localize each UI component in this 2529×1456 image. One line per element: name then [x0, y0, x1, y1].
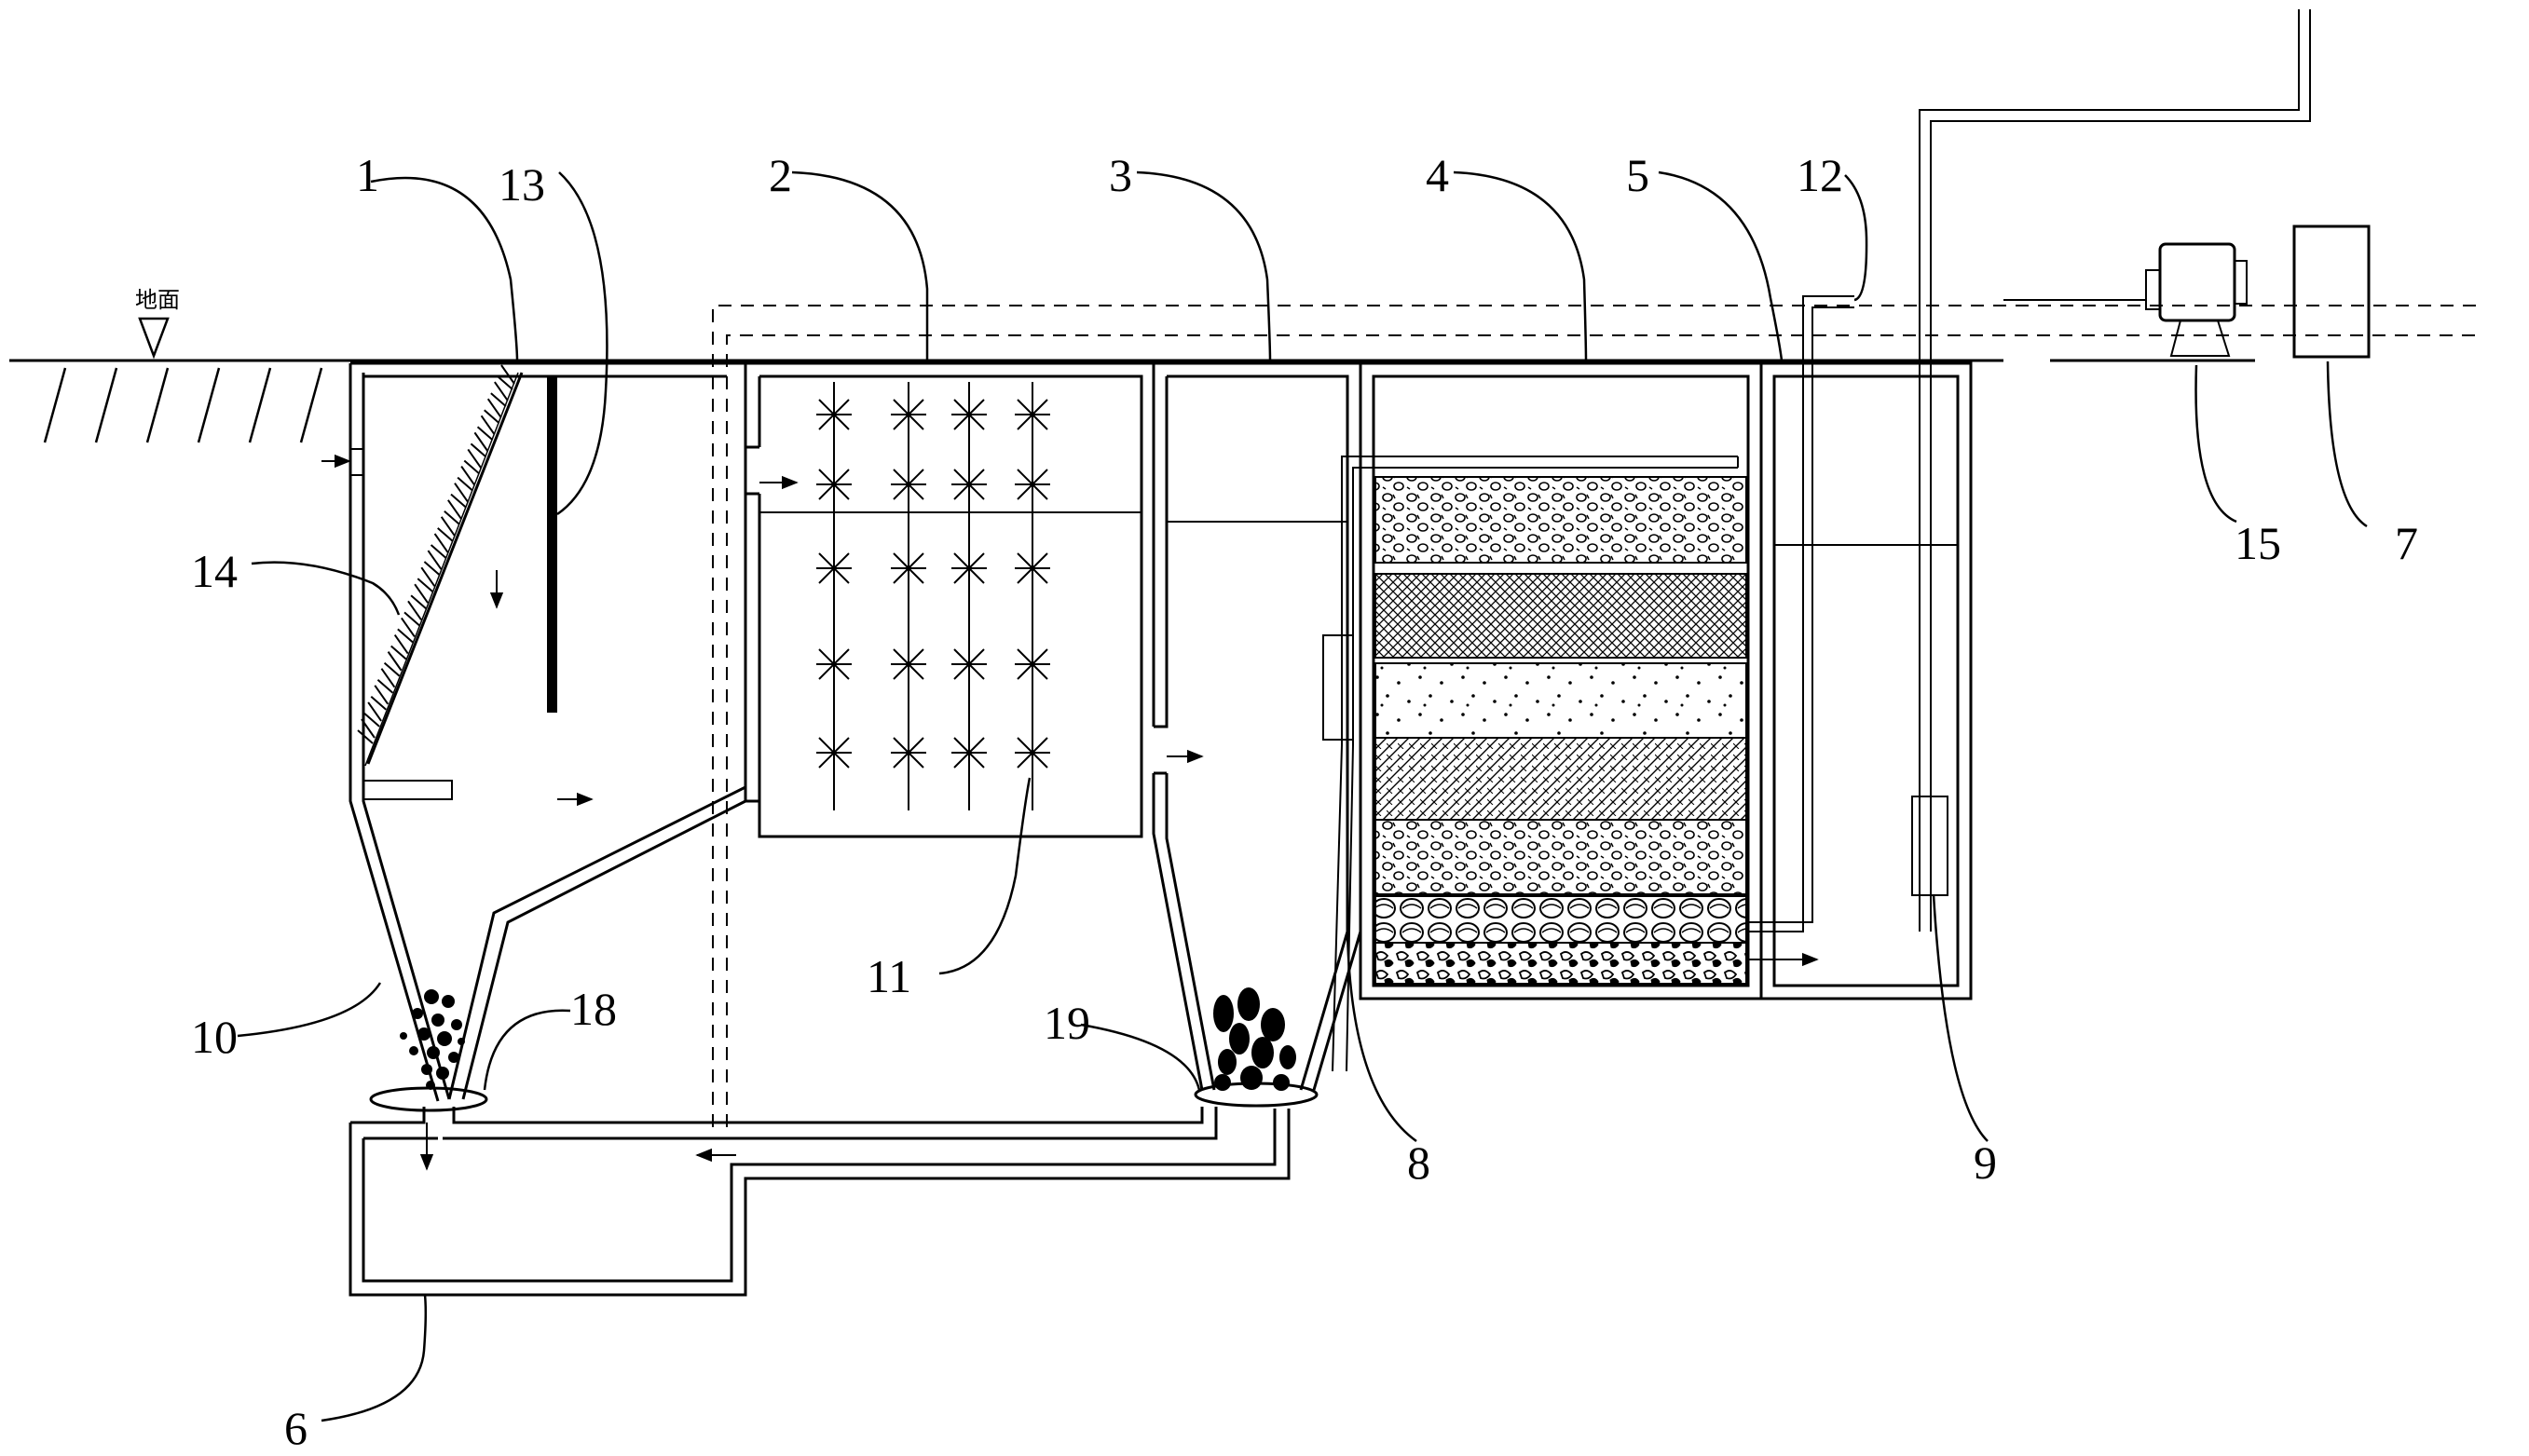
aerator-diffuser-icon: [891, 648, 926, 680]
aerator-diffuser-icon: [816, 469, 852, 500]
aerator-diffuser-icon: [1015, 469, 1050, 500]
screen-tooth: [476, 415, 496, 442]
screen-tooth: [363, 701, 382, 728]
blower-15: [2003, 242, 2248, 357]
aerator-diffuser-icon: [891, 552, 926, 584]
callout-3: 3: [1109, 149, 1132, 201]
pump-8-body: [1322, 634, 1354, 741]
ground-marker: 地面: [135, 287, 180, 360]
control-cabinet-7: [2292, 225, 2371, 359]
screen-tooth: [437, 516, 456, 542]
baffle-plate: [547, 377, 557, 713]
pipe-9-outlet: [1911, 9, 2311, 932]
callout-9: 9: [1974, 1136, 1997, 1189]
pipe-8: [1322, 456, 1739, 1072]
callout-10: 10: [191, 1011, 238, 1063]
screen-tooth: [397, 617, 416, 644]
callout-19: 19: [1044, 997, 1090, 1049]
sludge-tank-6: [349, 1107, 1291, 1297]
sediment-particles-tank-3: [1213, 987, 1296, 1091]
callout-1: 1: [356, 149, 379, 201]
screen-tooth: [450, 483, 469, 509]
callout-7: 7: [2395, 517, 2418, 569]
aerator-diffuser-icon: [816, 737, 852, 769]
screen-tooth: [497, 364, 515, 390]
screen-tooth: [370, 685, 390, 711]
aerator-diffuser-icon: [951, 648, 987, 680]
callout-8: 8: [1407, 1136, 1430, 1189]
callout-12: 12: [1797, 149, 1843, 201]
aerator-diffuser-icon: [816, 399, 852, 430]
screen-tooth: [376, 668, 396, 694]
aerator-diffuser-icon: [1015, 648, 1050, 680]
screen-tooth: [410, 583, 429, 609]
aerator-diffuser-icon: [816, 552, 852, 584]
aerator-diffuser-icon: [951, 552, 987, 584]
aerator-diffuser-icon: [1015, 737, 1050, 769]
callout-13: 13: [499, 158, 545, 211]
screen-tooth: [417, 566, 436, 592]
screen-tooth: [444, 499, 462, 525]
tank-3-settling: [1152, 361, 1362, 1091]
tank-1-grit-chamber: [321, 361, 746, 1102]
aerator-diffuser-icon: [951, 737, 987, 769]
callout-5: 5: [1626, 149, 1649, 201]
aerator-diffuser-icon: [891, 737, 926, 769]
tank-2-aeration: [744, 361, 1155, 838]
tank-4-filter: [1359, 361, 1819, 1000]
screen-tooth: [383, 651, 403, 677]
aerator-diffuser-icon: [816, 648, 852, 680]
aerator-diffuser-icon: [951, 399, 987, 430]
aerator-diffuser-icon: [1015, 552, 1050, 584]
callout-15: 15: [2235, 517, 2281, 569]
screen-tooth: [470, 431, 489, 458]
pipe-12: [1748, 295, 1854, 932]
aerator-diffuser-icon: [891, 469, 926, 500]
callout-6: 6: [284, 1402, 308, 1454]
callout-4: 4: [1426, 149, 1449, 201]
bar-screen-teeth: [357, 364, 515, 744]
screen-tooth: [463, 448, 483, 475]
screen-tooth: [390, 633, 409, 660]
callout-2: 2: [769, 149, 792, 201]
screen-tooth: [490, 381, 509, 407]
aerator-diffusers: [816, 382, 1050, 810]
ground-label: 地面: [135, 287, 180, 313]
pump-9-body: [1911, 796, 1948, 896]
leader-lines: [237, 170, 2368, 1422]
callout-18: 18: [570, 983, 617, 1035]
sediment-particles-tank-1: [400, 989, 465, 1090]
screen-tooth: [423, 550, 443, 576]
ground-surface: [9, 359, 2255, 443]
callout-14: 14: [191, 545, 238, 597]
ground-level-icon: [138, 317, 170, 360]
dashed-pipelines: [712, 305, 2479, 1127]
screen-tooth: [403, 600, 422, 627]
tank-5-clear-water: [1759, 361, 1973, 1000]
callout-labels: 1 13 2 3 4 5 12 14 15 7 11 10 18 19 8 9 …: [191, 149, 2418, 1454]
screen-tooth: [484, 398, 502, 424]
aerator-diffuser-icon: [951, 469, 987, 500]
callout-11: 11: [867, 950, 911, 1002]
aerator-diffuser-icon: [891, 399, 926, 430]
screen-tooth: [430, 533, 449, 559]
aerator-diffuser-icon: [1015, 399, 1050, 430]
screen-tooth: [357, 718, 376, 744]
sludge-outlet-18: [369, 1086, 488, 1112]
screen-tooth: [457, 465, 475, 492]
